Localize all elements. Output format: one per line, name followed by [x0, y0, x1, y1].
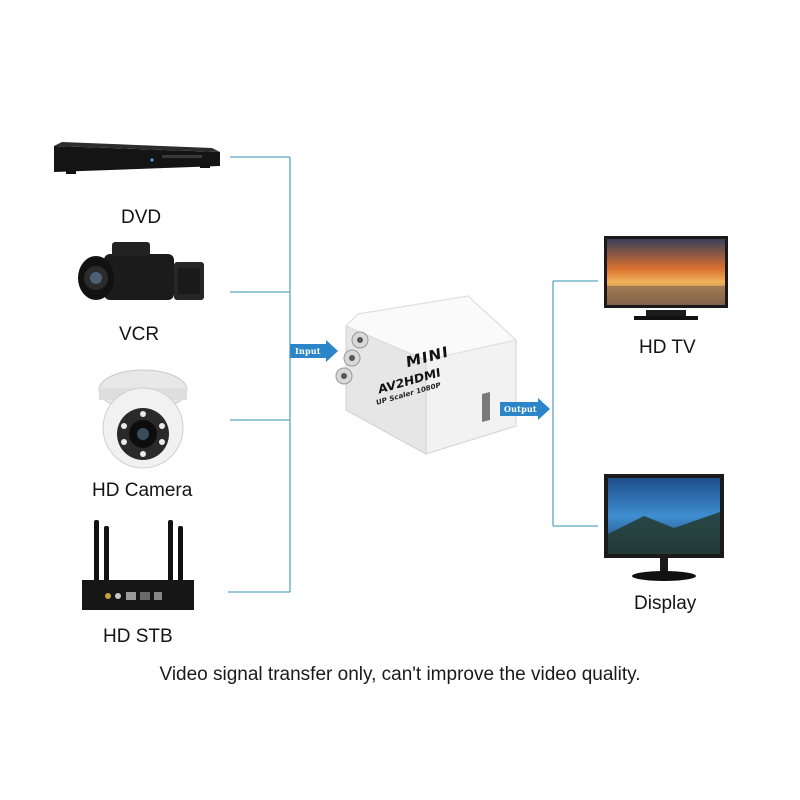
monitor-icon: [604, 474, 724, 582]
hd-tv-label: HD TV: [639, 337, 696, 358]
hd-camera-label: HD Camera: [92, 480, 193, 501]
dome-camera-icon: [90, 366, 196, 472]
router-stb-icon: [80, 518, 196, 614]
dvd-player-icon: [52, 140, 224, 176]
camcorder-icon: [76, 240, 208, 310]
output-arrow-label: Output: [504, 404, 537, 414]
av2hdmi-converter: MINI AV2HDMI UP Scaler 1080P: [318, 295, 518, 456]
hd-tv-icon: [604, 236, 728, 322]
input-arrow-label: Input: [295, 346, 321, 356]
output-arrow: [500, 398, 550, 420]
display-label: Display: [634, 593, 697, 614]
input-arrow: [290, 340, 338, 362]
vcr-label: VCR: [119, 324, 160, 345]
dvd-label: DVD: [121, 207, 162, 228]
footer-note: Video signal transfer only, can't improv…: [159, 664, 641, 685]
hd-stb-label: HD STB: [103, 626, 173, 647]
